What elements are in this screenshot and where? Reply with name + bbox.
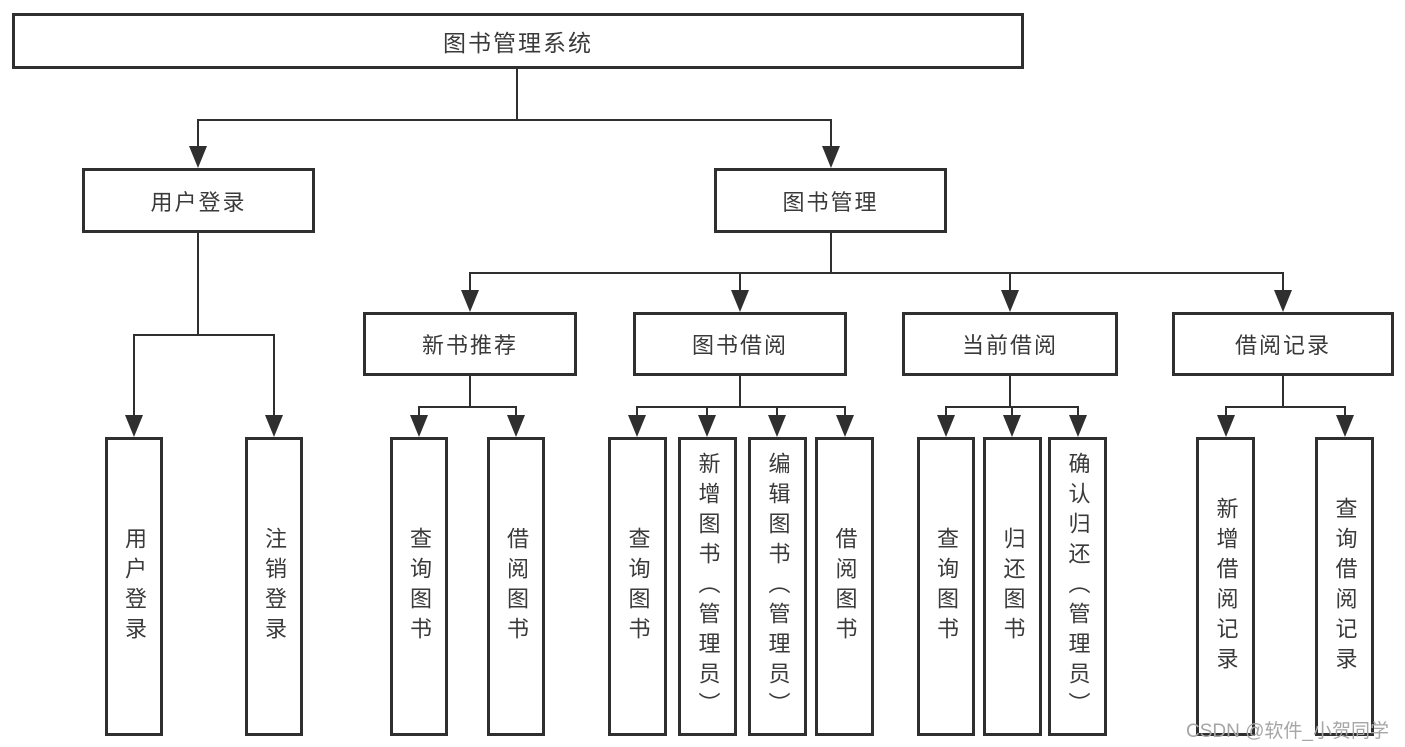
node-book-management: 图书管理: [714, 168, 947, 233]
leaf-borrowing-query-books: 查询图书: [608, 437, 667, 736]
connector-group-stem: [739, 376, 741, 407]
connector-stem-leaf: [706, 406, 708, 418]
node-library-system: 图书管理系统: [12, 13, 1024, 69]
connector-root-stem: [516, 68, 518, 120]
connector-stem-leaf: [776, 406, 778, 418]
connector-stem-leaf: [133, 334, 135, 418]
connector-stem-book-borrow: [739, 272, 741, 293]
connector-stem-leaf: [1011, 406, 1013, 418]
connector-stem-leaf: [1225, 406, 1227, 418]
connector-stem-leaf: [844, 406, 846, 418]
leaf-edit-books-admin-label: 编辑图书（管理员）: [765, 451, 791, 722]
node-borrow-records-label: 借阅记录: [1234, 333, 1331, 358]
leaf-current-query-books: 查询图书: [917, 437, 975, 736]
leaf-borrowing-borrow-books-label: 借阅图书: [832, 526, 858, 647]
leaf-query-borrow-record-label: 查询借阅记录: [1332, 496, 1358, 677]
arrow-down-icon: [1274, 290, 1292, 312]
leaf-confirm-return-admin: 确认归还（管理员）: [1048, 437, 1107, 736]
connector-stem-leaf: [945, 406, 947, 418]
connector-stem-new-book: [469, 272, 471, 293]
leaf-return-books: 归还图书: [983, 437, 1042, 736]
leaf-user-login: 用户登录: [105, 437, 163, 736]
node-borrow-records: 借阅记录: [1172, 312, 1394, 376]
node-new-book-recommend-label: 新书推荐: [421, 333, 518, 358]
connector-group-stem: [469, 376, 471, 407]
arrow-down-icon: [698, 415, 716, 437]
node-book-management-label: 图书管理: [782, 189, 879, 215]
connector-stem-leaf: [1077, 406, 1079, 418]
arrow-down-icon: [507, 415, 525, 437]
leaf-add-books-admin-label: 新增图书（管理员）: [695, 451, 721, 722]
leaf-recommend-borrow-books-label: 借阅图书: [504, 526, 529, 647]
arrow-down-icon: [1003, 415, 1021, 437]
leaf-query-borrow-record: 查询借阅记录: [1315, 437, 1374, 736]
arrow-down-icon: [768, 415, 786, 437]
connector-level2-rail: [197, 119, 832, 121]
arrow-down-icon: [410, 415, 428, 437]
connector-user-login-stem: [197, 233, 199, 335]
connector-stem-leaf: [636, 406, 638, 418]
node-user-login: 用户登录: [82, 168, 315, 233]
leaf-add-borrow-record: 新增借阅记录: [1196, 437, 1255, 736]
connector-book-mgmt-stem: [830, 233, 832, 274]
leaf-add-borrow-record-label: 新增借阅记录: [1213, 496, 1239, 677]
arrow-down-icon: [265, 415, 283, 437]
leaf-add-books-admin: 新增图书（管理员）: [678, 437, 737, 736]
node-book-borrowing-label: 图书借阅: [691, 333, 788, 358]
leaf-logout: 注销登录: [245, 437, 303, 736]
leaf-confirm-return-admin-label: 确认归还（管理员）: [1065, 451, 1091, 722]
arrow-down-icon: [937, 415, 955, 437]
connector-stem-leaf: [515, 406, 517, 418]
connector-level3-rail: [470, 272, 1284, 274]
connector-stem-leaf: [1344, 406, 1346, 418]
connector-group-rail: [419, 406, 517, 408]
arrow-down-icon: [1001, 290, 1019, 312]
leaf-recommend-query-books: 查询图书: [390, 437, 448, 736]
connector-stem-current-borrow: [1009, 272, 1011, 293]
leaf-recommend-borrow-books: 借阅图书: [487, 437, 545, 736]
arrow-down-icon: [1217, 415, 1235, 437]
connector-group-rail: [1226, 406, 1345, 408]
connector-stem-user-login: [197, 119, 199, 150]
connector-group-stem: [1009, 376, 1011, 407]
leaf-edit-books-admin: 编辑图书（管理员）: [748, 437, 807, 736]
arrow-down-icon: [822, 146, 840, 168]
arrow-down-icon: [1069, 415, 1087, 437]
leaf-logout-label: 注销登录: [262, 526, 287, 647]
node-current-borrowing-label: 当前借阅: [961, 333, 1058, 358]
leaf-borrowing-borrow-books: 借阅图书: [815, 437, 874, 736]
node-library-system-label: 图书管理系统: [443, 30, 593, 56]
connector-stem-leaf: [273, 334, 275, 418]
arrow-down-icon: [836, 415, 854, 437]
arrow-down-icon: [125, 415, 143, 437]
leaf-current-query-books-label: 查询图书: [934, 526, 959, 647]
connector-user-login-rail: [134, 334, 274, 336]
leaf-borrowing-query-books-label: 查询图书: [625, 526, 651, 647]
leaf-return-books-label: 归还图书: [1000, 526, 1026, 647]
node-book-borrowing: 图书借阅: [633, 312, 847, 376]
connector-stem-borrow-record: [1282, 272, 1284, 293]
arrow-down-icon: [189, 146, 207, 168]
connector-group-stem: [1282, 376, 1284, 407]
connector-stem-book-mgmt: [830, 119, 832, 150]
connector-stem-leaf: [418, 406, 420, 418]
csdn-watermark: CSDN @软件_小贺同学: [1186, 721, 1389, 742]
node-user-login-label: 用户登录: [150, 189, 247, 215]
connector-group-rail: [637, 406, 845, 408]
arrow-down-icon: [461, 290, 479, 312]
leaf-recommend-query-books-label: 查询图书: [407, 526, 432, 647]
leaf-user-login-label: 用户登录: [122, 526, 147, 647]
arrow-down-icon: [1336, 415, 1354, 437]
arrow-down-icon: [731, 290, 749, 312]
arrow-down-icon: [628, 415, 646, 437]
node-new-book-recommend: 新书推荐: [363, 312, 577, 376]
node-current-borrowing: 当前借阅: [902, 312, 1118, 376]
